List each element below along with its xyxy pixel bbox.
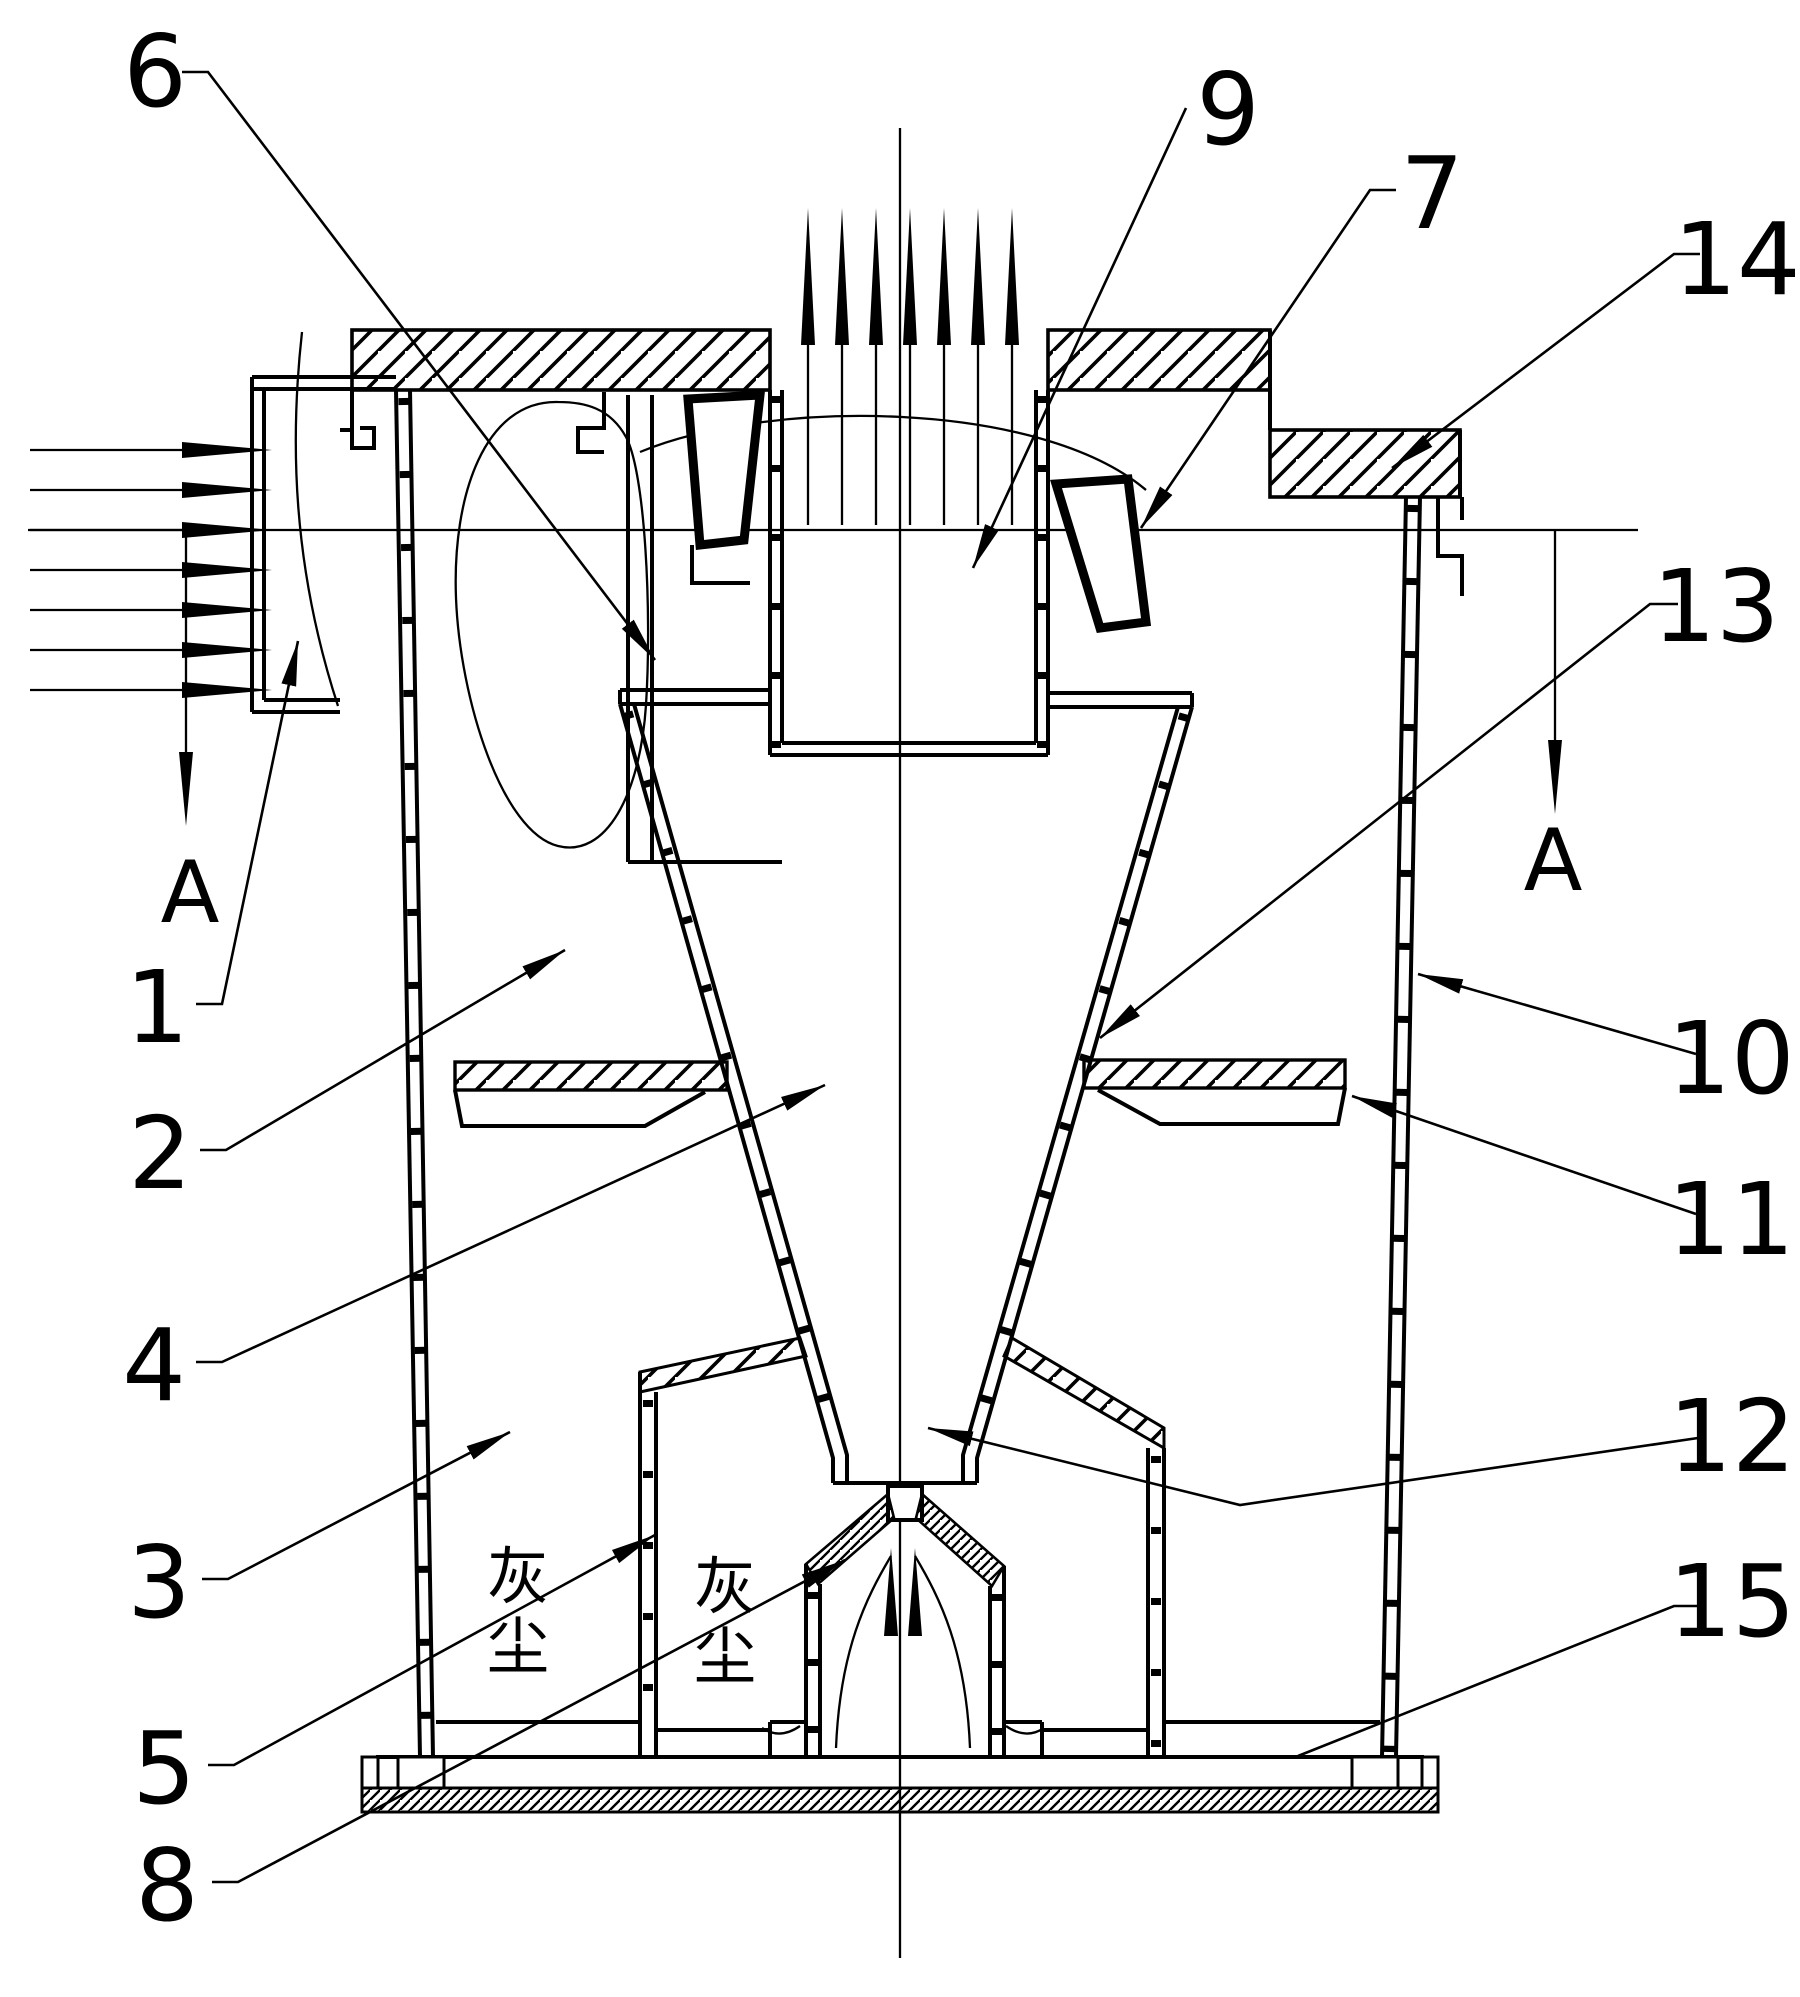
exhaust-arrow [801,208,1019,525]
section-arrow-right [1548,740,1562,814]
leader-lines [182,70,1700,1884]
leader-10 [1417,972,1697,1056]
label-11: 11 [1667,1161,1794,1278]
label-5: 5 [132,1710,196,1827]
leader-15 [1297,1604,1700,1758]
dust-char: 尘 [694,1620,756,1693]
section-letter-left: A [161,843,220,943]
label-8: 8 [135,1827,199,1944]
lid-right-clip [1436,430,1464,596]
leader-6 [182,70,657,661]
leader-12 [927,1426,1699,1507]
container-left-wall [394,389,435,1758]
right-louver-blade [1050,474,1152,633]
up-arrow [884,1548,898,1636]
fan-bracket [576,392,606,454]
label-10: 10 [1667,1000,1794,1117]
base-assembly [360,1720,1440,1814]
leader-4 [196,1083,826,1364]
container-right-wall [1380,496,1422,1758]
louver-blades [683,390,1152,633]
lid [340,328,1464,596]
label-3: 3 [127,1524,191,1641]
inlet-bell-mouth-curve [294,331,340,707]
leader-8 [212,1558,846,1884]
section-letter-right: A [1524,811,1583,911]
leader-14 [1391,252,1700,470]
left-louver-blade [683,390,766,550]
section-arrow-left [179,752,193,826]
leader-2 [200,948,566,1152]
dust-annotation-right: 灰 尘 [694,1550,756,1693]
dust-char: 灰 [487,1540,549,1613]
left-foot [396,1755,446,1790]
label-7: 7 [1400,135,1464,252]
baffle-plate-right [1082,1058,1347,1126]
label-6: 6 [123,13,187,130]
exhaust-air-arrows [801,208,1019,525]
inlet-arrow [30,442,272,698]
deflector-cone [804,1484,1006,1757]
leader-7 [1139,188,1396,529]
lid-right-shelf [1268,428,1462,499]
exhaust-tube [768,390,1050,757]
label-1: 1 [125,949,189,1066]
up-arrow [908,1548,922,1636]
label-12: 12 [1668,1378,1795,1495]
label-15: 15 [1668,1543,1795,1660]
right-foot [1350,1755,1400,1790]
inlet-duct [250,331,396,714]
lid-left-clip [340,390,376,450]
baffle-plate-left [453,1060,729,1128]
label-9: 9 [1196,51,1260,168]
label-14: 14 [1673,201,1800,318]
label-2: 2 [128,1095,192,1212]
leader-13 [1099,602,1678,1040]
leader-9 [971,107,1188,569]
dust-annotation-left: 灰 尘 [487,1540,549,1683]
leader-3 [202,1430,511,1581]
label-13: 13 [1652,548,1779,665]
part-labels: 6 9 7 14 13 10 11 12 15 1 2 4 3 5 8 [122,13,1800,1944]
inlet-air-arrows [30,442,272,698]
leader-11 [1351,1094,1697,1216]
section-marker-left: A [161,530,220,943]
leader-1 [196,640,300,1006]
base-plate [360,1786,1440,1814]
cyclone-cone [618,688,1194,1485]
lid-band-left [350,328,772,392]
lid-band-right [1046,328,1272,392]
leader-5 [208,1533,656,1767]
label-4: 4 [122,1307,186,1424]
section-marker-right: A [1524,530,1583,911]
dust-char: 灰 [694,1550,756,1623]
inner-dust-cylinder [638,1335,1166,1757]
